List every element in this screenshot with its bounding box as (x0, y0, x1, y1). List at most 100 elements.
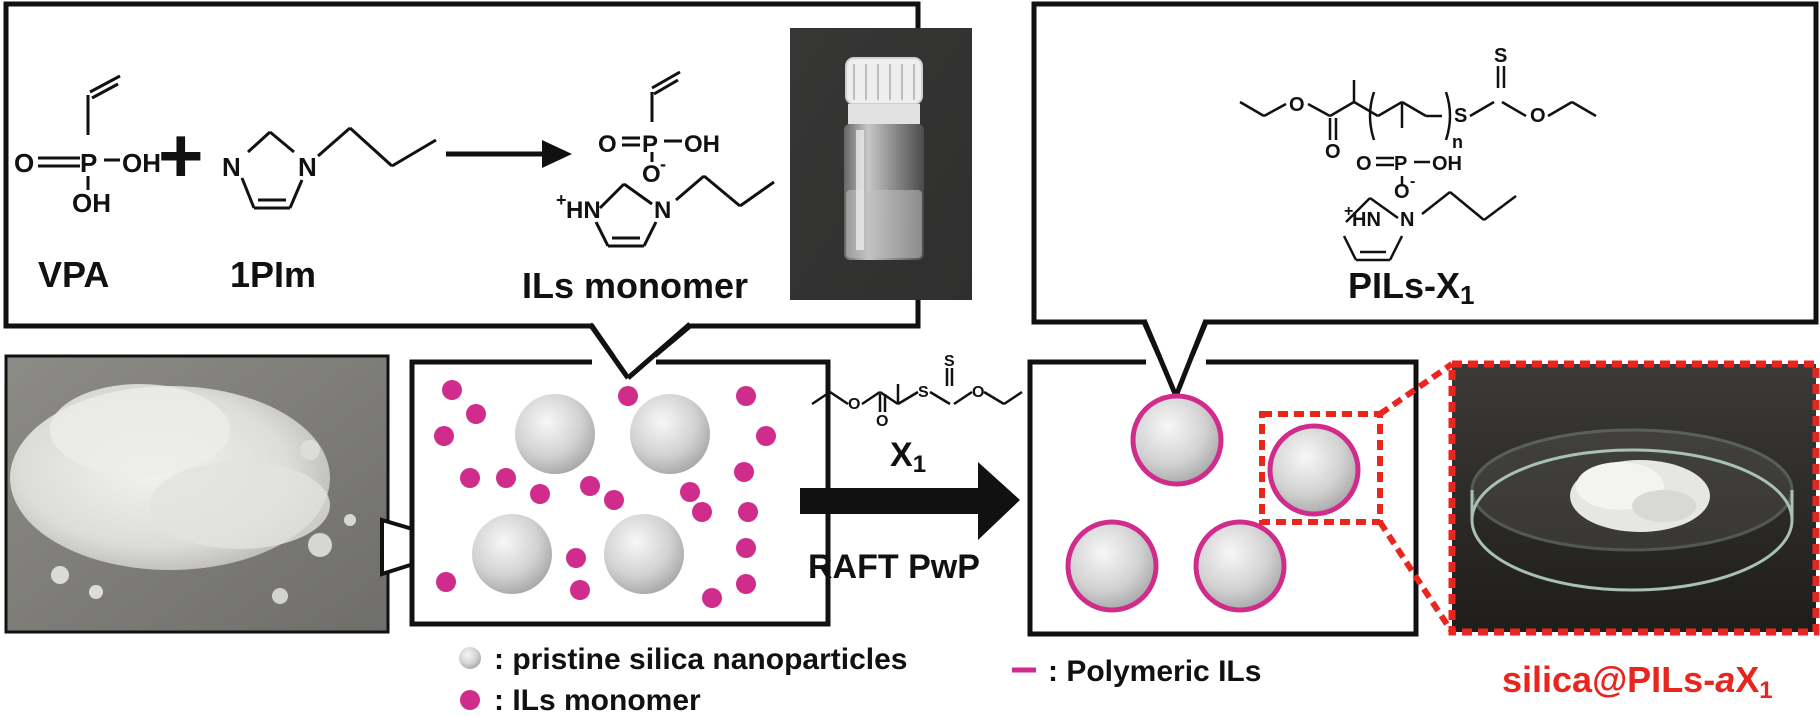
vpa-oh2-atom: OH (72, 188, 111, 218)
callout-stem-right (626, 322, 692, 380)
raft-agent-structure (811, 368, 1023, 412)
monomer-ominus-atom: O (642, 161, 661, 188)
zoom-line-bottom (1377, 520, 1455, 634)
pils-s-chain-atom: S (1454, 105, 1467, 127)
monomer-dot (702, 588, 722, 608)
legend-pristine-marker (459, 647, 481, 669)
silica-particle (515, 394, 595, 474)
raft-s1-atom: S (918, 384, 929, 401)
pils-plus-charge: + (1344, 203, 1353, 220)
synthesis-callout-frame (3, 1, 921, 382)
monomer-dot (436, 572, 456, 592)
coated-particles-box (1027, 319, 1419, 637)
petri-dish-photo (1448, 360, 1820, 636)
result-label-x: X (1735, 659, 1759, 700)
monomer-p-atom: P (642, 131, 658, 158)
raft-o1-atom: O (848, 396, 860, 413)
result-label: silica@PILs-aX1 (1502, 659, 1773, 704)
coated-particle (1130, 393, 1224, 487)
monomer-dot (734, 462, 754, 482)
monomer-dots (434, 380, 776, 608)
pim-n1-atom: N (222, 152, 241, 182)
monomer-structure (594, 70, 775, 248)
monomer-dot (604, 490, 624, 510)
pils-o3-atom: O (1530, 105, 1546, 127)
pils-o2-atom: O (1325, 141, 1341, 163)
vpa-p-atom: P (80, 148, 97, 178)
pim-n2-atom: N (298, 152, 317, 182)
synthesis-callout: O P OH OH VPA + N N 1PIm (3, 1, 972, 382)
result-label-italic: a (1715, 659, 1735, 700)
callout-stem-left (587, 322, 631, 380)
pils-callout: O O n S S O O P OH O - + HN N PILs-X1 (1031, 1, 1819, 401)
vpa-structure (38, 74, 121, 190)
monomer-dot (736, 574, 756, 594)
pils-o4-atom: O (1356, 153, 1372, 175)
monomer-dot (738, 502, 758, 522)
pils-hn-atom: HN (1352, 209, 1381, 231)
pils-n-atom: N (1400, 209, 1414, 231)
monomer-label: ILs monomer (522, 265, 748, 306)
monomer-dot (692, 502, 712, 522)
monomer-dot (434, 426, 454, 446)
raft-method-label: RAFT PwP (808, 548, 980, 586)
pils-n-subscript: n (1452, 132, 1463, 152)
monomer-dot (442, 380, 462, 400)
monomer-mixture-box (409, 322, 831, 627)
monomer-dot (460, 468, 480, 488)
monomer-dot (580, 476, 600, 496)
monomer-o-atom: O (598, 131, 617, 158)
coated-particle (1193, 519, 1287, 613)
legend-pristine-label: : pristine silica nanoparticles (494, 643, 907, 676)
vpa-oh-atom: OH (122, 148, 161, 178)
pils-o1-atom: O (1289, 94, 1305, 116)
pils-ominus-atom: O (1394, 181, 1410, 203)
callout-stem-pils-right (1173, 319, 1209, 397)
reaction-arrow (800, 462, 1020, 540)
monomer-plus-charge: + (556, 190, 567, 210)
monomer-dot (680, 482, 700, 502)
legend: : pristine silica nanoparticles : ILs mo… (459, 643, 1261, 716)
pils-label: PILs-X1 (1348, 265, 1475, 310)
monomer-ominus-charge: - (660, 154, 666, 174)
vial-photo (790, 28, 972, 300)
synthesis-arrow (446, 140, 572, 168)
pils-s-top-atom: S (1494, 45, 1507, 67)
raft-o2-atom: O (876, 413, 888, 430)
monomer-dot (570, 580, 590, 600)
pils-label-main: PILs-X (1348, 265, 1460, 306)
coated-particle (1065, 519, 1159, 613)
plus-sign: + (158, 111, 204, 199)
monomer-dot (756, 426, 776, 446)
pils-ominus-charge: - (1410, 173, 1415, 190)
pim-label: 1PIm (230, 254, 316, 295)
coated-particle (1267, 423, 1361, 517)
legend-monomer-label: : ILs monomer (494, 684, 701, 716)
pils-p-atom: P (1394, 153, 1407, 175)
zoom-line-top (1378, 361, 1454, 417)
monomer-dot (566, 548, 586, 568)
pim-structure (240, 126, 437, 210)
silica-powder-photo (4, 354, 390, 634)
raft-agent-label-subscript: 1 (913, 451, 926, 478)
raft-agent-label: X1 (890, 436, 926, 478)
result-label-prefix: silica@PILs- (1502, 659, 1715, 700)
silica-particle (472, 514, 552, 594)
monomer-dot (466, 404, 486, 424)
pils-oh-atom: OH (1432, 153, 1462, 175)
monomer-hn-atom: HN (566, 197, 601, 224)
monomer-n-atom: N (654, 197, 671, 224)
pils-structure (1239, 66, 1597, 262)
vpa-o-atom: O (14, 148, 34, 178)
raft-agent-label-main: X (890, 436, 913, 474)
legend-monomer-marker (460, 690, 480, 710)
monomer-dot (736, 538, 756, 558)
monomer-dot (530, 484, 550, 504)
raft-s2-atom: S (944, 353, 955, 370)
silica-particle (630, 394, 710, 474)
callout-stem-pils-left (1141, 319, 1179, 397)
raft-o3-atom: O (972, 384, 984, 401)
silica-particle (604, 514, 684, 594)
monomer-dot (618, 386, 638, 406)
